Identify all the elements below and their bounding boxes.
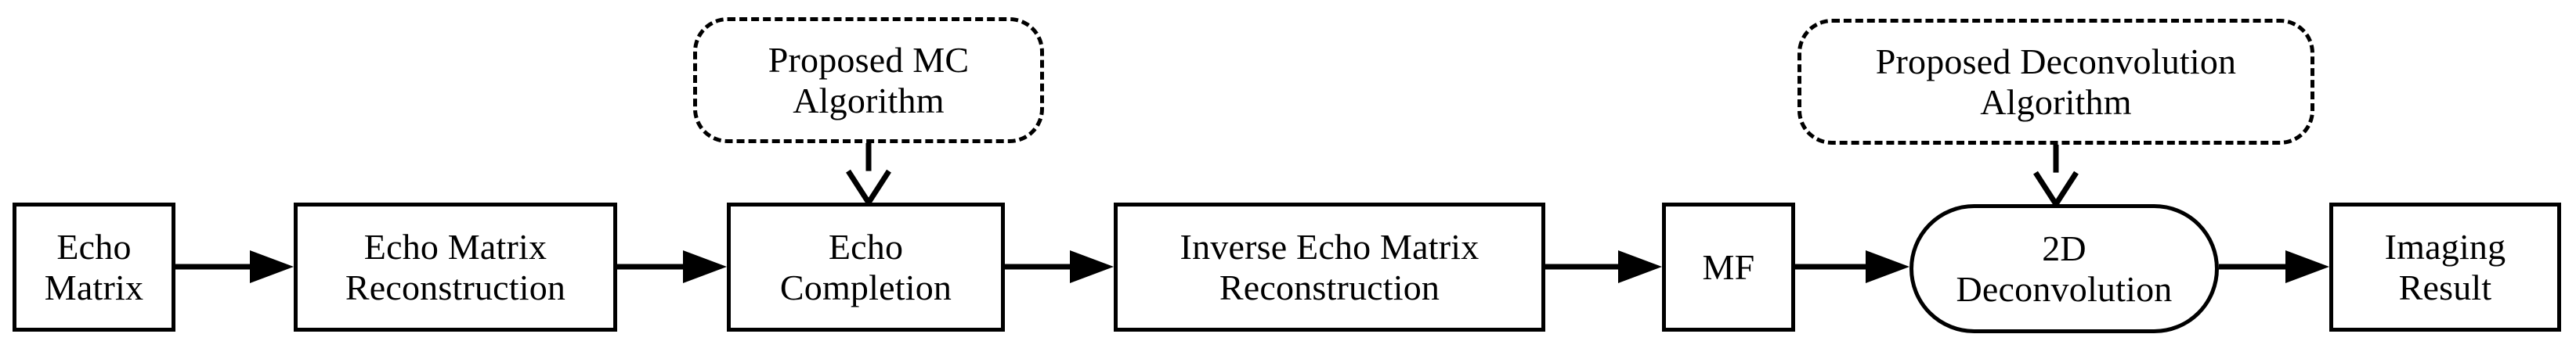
node-echo-completion[interactable]: Echo Completion xyxy=(727,203,1005,332)
edge-e6 xyxy=(2219,250,2329,283)
edge-e2 xyxy=(617,250,727,283)
edge-e4 xyxy=(1545,250,1662,283)
node-mf[interactable]: MF xyxy=(1662,203,1795,332)
edge-e8 xyxy=(2033,145,2079,210)
node-echo-matrix[interactable]: Echo Matrix xyxy=(13,203,175,332)
node-imaging-result[interactable]: Imaging Result xyxy=(2329,203,2561,332)
edge-e3 xyxy=(1005,250,1114,283)
node-inverse-echo-recon[interactable]: Inverse Echo Matrix Reconstruction xyxy=(1114,203,1545,332)
edge-e5 xyxy=(1795,250,1909,283)
node-proposed-mc-algorithm[interactable]: Proposed MC Algorithm xyxy=(693,17,1044,143)
node-2d-deconvolution[interactable]: 2D Deconvolution xyxy=(1909,204,2219,333)
node-echo-matrix-recon[interactable]: Echo Matrix Reconstruction xyxy=(294,203,617,332)
node-proposed-deconvolution-algorithm[interactable]: Proposed Deconvolution Algorithm xyxy=(1797,19,2314,145)
edge-e1 xyxy=(175,250,294,283)
edge-e7 xyxy=(846,143,891,208)
